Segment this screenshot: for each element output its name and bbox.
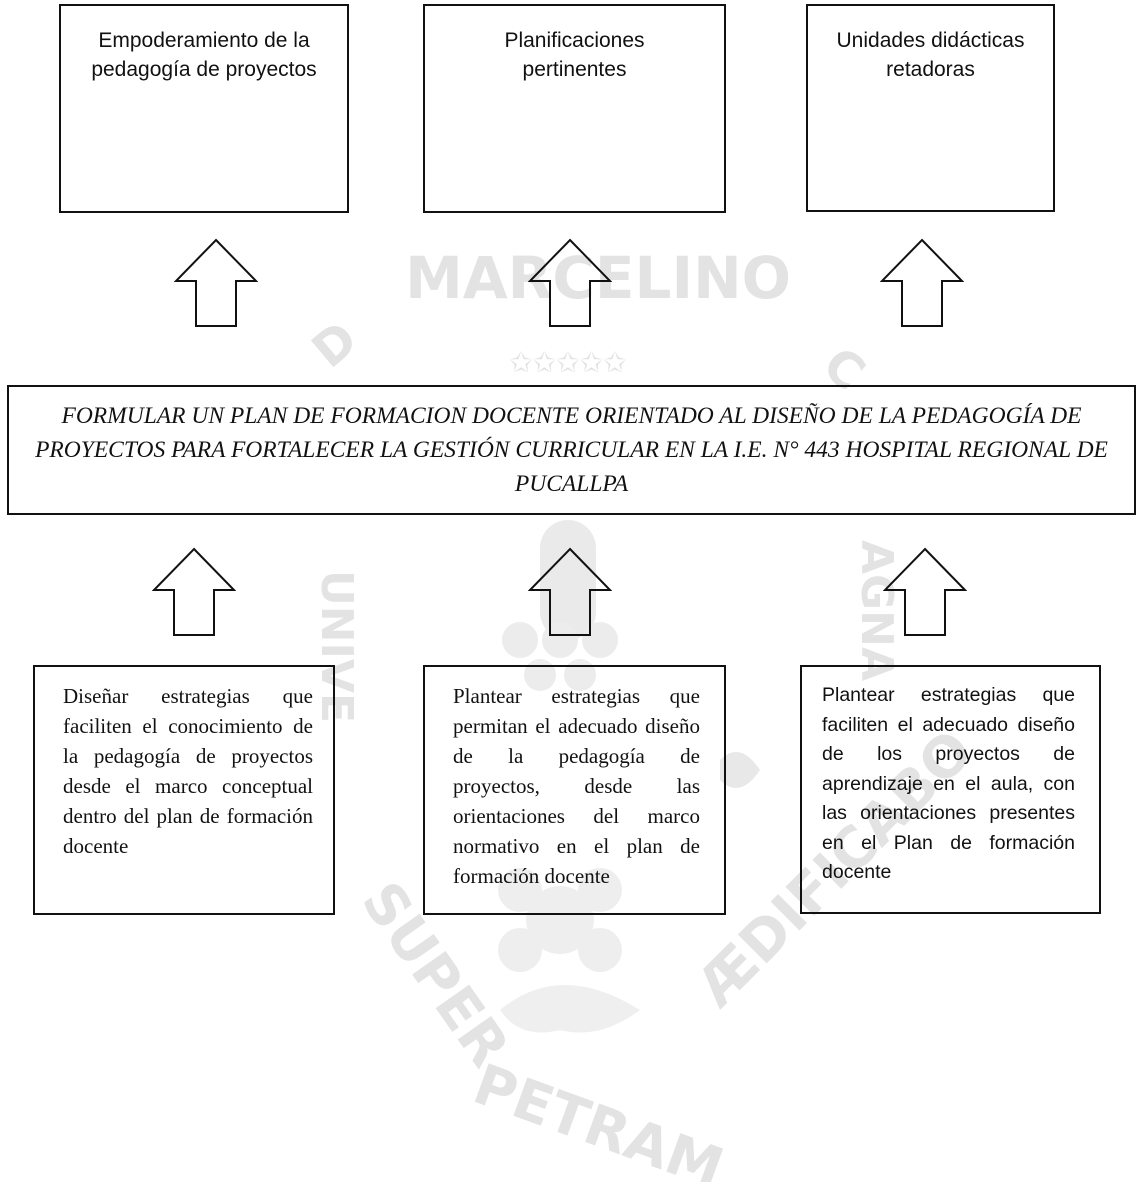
- strategy-text: Plantear estrategias que faciliten el ad…: [822, 684, 1075, 883]
- arrow-up-icon: [883, 547, 967, 636]
- strategy-text: Diseñar estrategias que faciliten el con…: [63, 684, 313, 858]
- top-box-text: Empoderamiento de la pedagogía de proyec…: [91, 29, 317, 81]
- arrow-up-icon: [174, 238, 258, 327]
- arrow-up-icon: [880, 238, 964, 327]
- top-box-text: Unidades didácticas retadoras: [836, 29, 1025, 81]
- top-box-text: Planificaciones pertinentes: [504, 29, 645, 81]
- objective-box: FORMULAR UN PLAN DE FORMACION DOCENTE OR…: [7, 385, 1136, 515]
- strategy-text: Plantear estrategias que permitan el ade…: [453, 684, 700, 888]
- top-box-empoderamiento: Empoderamiento de la pedagogía de proyec…: [59, 4, 349, 213]
- strategy-box-3: Plantear estrategias que faciliten el ad…: [800, 665, 1101, 914]
- strategy-box-2: Plantear estrategias que permitan el ade…: [423, 665, 726, 915]
- svg-text:✩✩✩✩✩: ✩✩✩✩✩: [509, 346, 626, 379]
- arrow-up-icon: [528, 238, 612, 327]
- objective-text: FORMULAR UN PLAN DE FORMACION DOCENTE OR…: [35, 403, 1108, 497]
- strategy-box-1: Diseñar estrategias que faciliten el con…: [33, 665, 335, 915]
- svg-text:D: D: [302, 311, 369, 380]
- top-box-unidades: Unidades didácticas retadoras: [806, 4, 1055, 212]
- arrow-up-icon: [152, 547, 236, 636]
- top-box-planificaciones: Planificaciones pertinentes: [423, 4, 726, 213]
- arrow-up-icon: [528, 547, 612, 636]
- svg-text:PETRAM: PETRAM: [465, 1052, 731, 1182]
